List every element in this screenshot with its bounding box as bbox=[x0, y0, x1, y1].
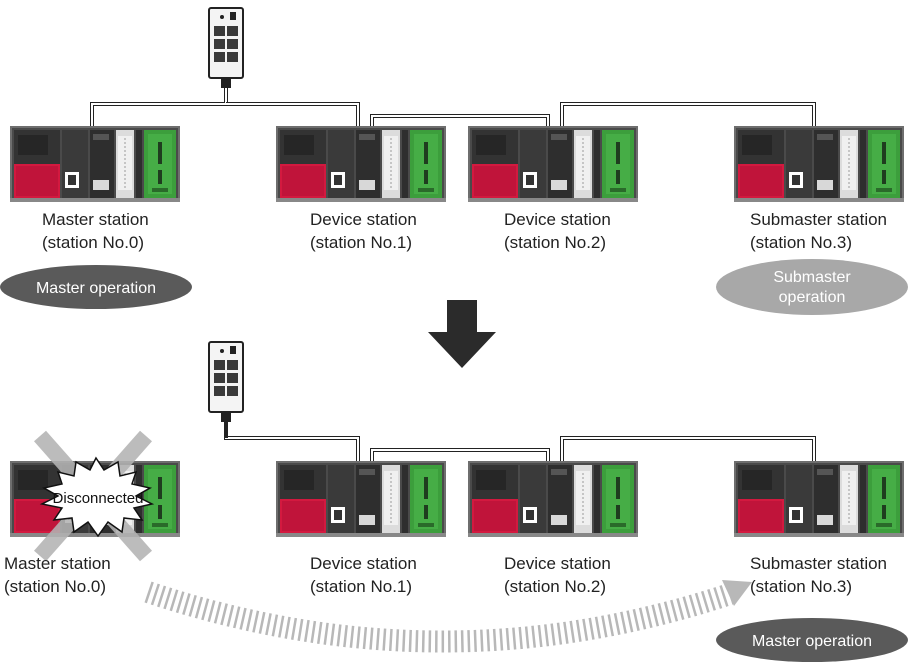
top-network-cables bbox=[90, 88, 816, 168]
station-number: (station No.3) bbox=[750, 577, 852, 596]
station-name: Master station bbox=[42, 210, 149, 229]
station-name: Device station bbox=[310, 210, 417, 229]
station-name: Device station bbox=[504, 210, 611, 229]
down-arrow-icon bbox=[428, 300, 496, 368]
switchover-arrow-icon bbox=[144, 580, 752, 653]
ethernet-switch-icon bbox=[208, 341, 244, 423]
station-name: Master station bbox=[4, 554, 111, 573]
svg-text:Submaster: Submaster bbox=[773, 269, 851, 286]
station-name: Device station bbox=[504, 554, 611, 573]
station-number: (station No.2) bbox=[504, 233, 606, 252]
plc-device-station-1 bbox=[275, 460, 447, 538]
svg-text:Master operation: Master operation bbox=[752, 633, 872, 650]
disconnected-burst-icon: Disconnected bbox=[39, 456, 155, 538]
plc-master-station bbox=[9, 125, 181, 203]
station-number: (station No.3) bbox=[750, 233, 852, 252]
station-number: (station No.2) bbox=[504, 577, 606, 596]
submaster-operation-badge: Submaster operation bbox=[716, 259, 908, 315]
station-number: (station No.1) bbox=[310, 577, 412, 596]
station-name: Device station bbox=[310, 554, 417, 573]
top-scene: Master station (station No.0) Device sta… bbox=[0, 7, 908, 315]
svg-text:operation: operation bbox=[779, 289, 846, 306]
plc-device-station-2 bbox=[467, 460, 639, 538]
master-operation-badge: Master operation bbox=[0, 265, 192, 309]
plc-submaster-station bbox=[733, 460, 905, 538]
svg-text:Master operation: Master operation bbox=[36, 280, 156, 297]
disconnected-label: Disconnected bbox=[53, 490, 144, 507]
new-master-operation-badge: Master operation bbox=[716, 618, 908, 662]
ethernet-switch-icon bbox=[208, 7, 244, 89]
station-number: (station No.0) bbox=[42, 233, 144, 252]
station-name: Submaster station bbox=[750, 554, 887, 573]
plc-device-station-1 bbox=[275, 125, 447, 203]
bottom-scene: Disconnected Master station (station No.… bbox=[4, 341, 908, 662]
station-number: (station No.0) bbox=[4, 577, 106, 596]
plc-device-station-2 bbox=[467, 125, 639, 203]
plc-submaster-station bbox=[733, 125, 905, 203]
station-name: Submaster station bbox=[750, 210, 887, 229]
station-number: (station No.1) bbox=[310, 233, 412, 252]
